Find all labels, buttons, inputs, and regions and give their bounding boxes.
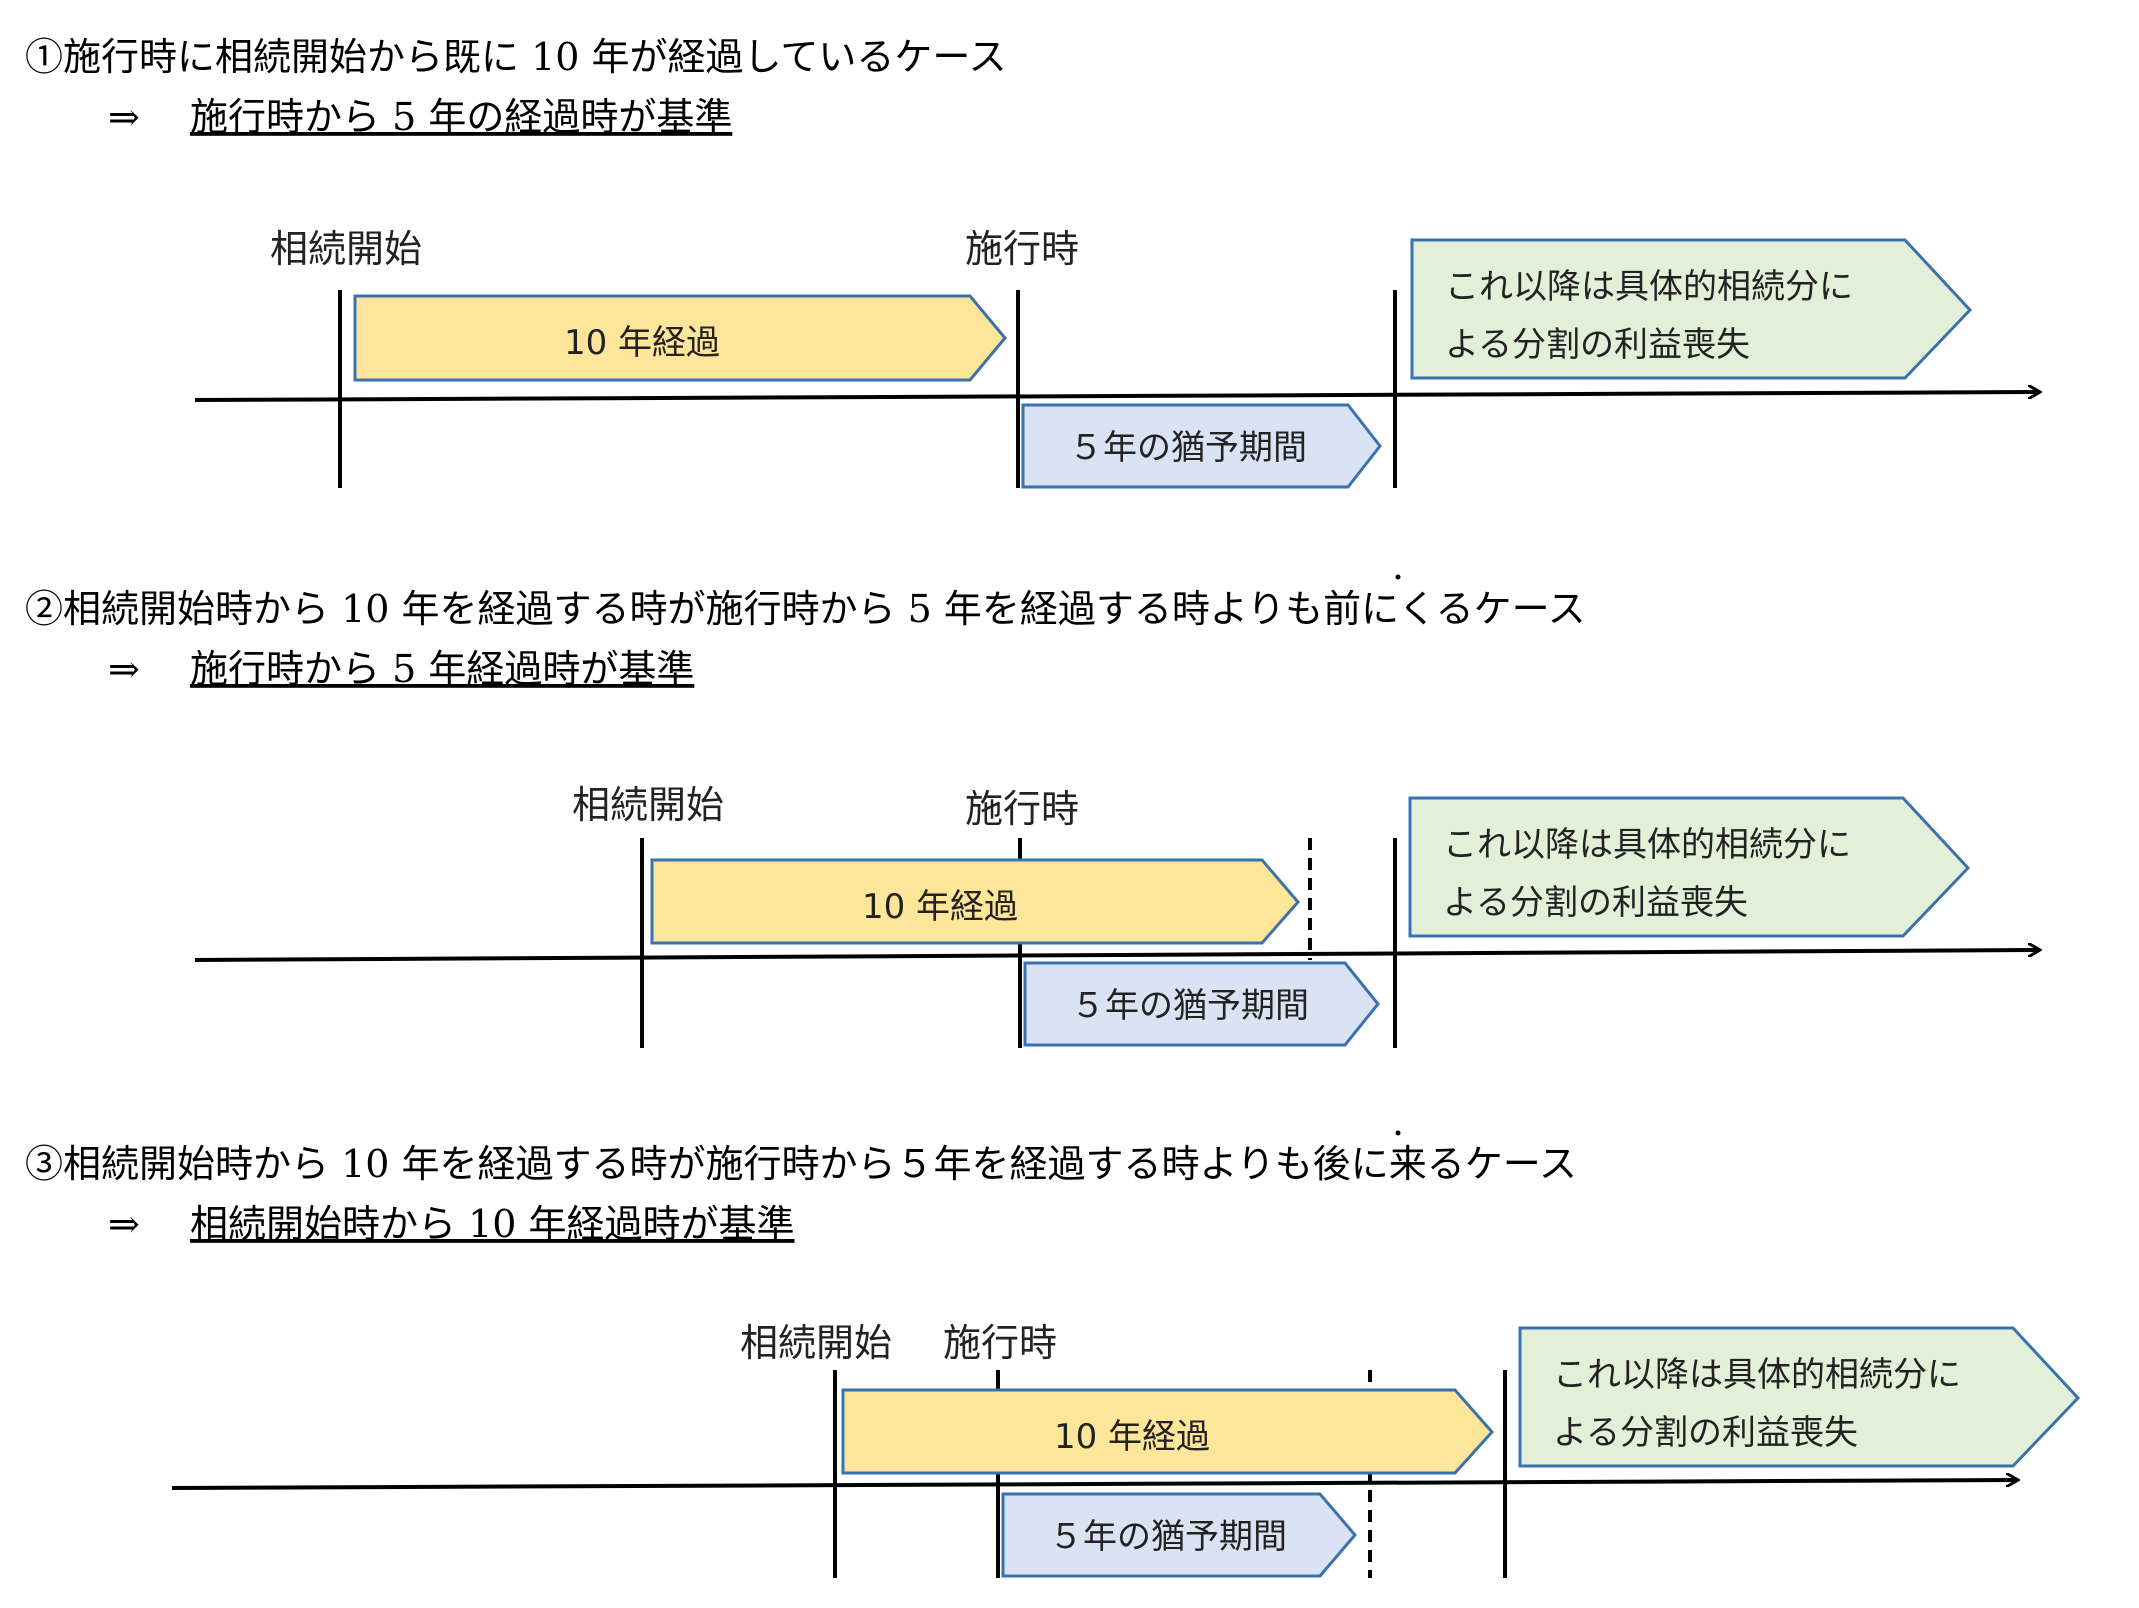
case-3: ③相続開始時から 10 年を経過する時が施行時から５年を経過する時よりも後に来る… xyxy=(25,1130,2081,1578)
case-2: ②相続開始時から 10 年を経過する時が施行時から 5 年を経過する時よりも前に… xyxy=(25,574,2040,1048)
case-2-grace-text: ５年の猶予期間 xyxy=(1071,986,1309,1026)
case-3-loss-text-1: これ以降は具体的相続分に xyxy=(1553,1355,1961,1395)
case-3-enact-label: 施行時 xyxy=(943,1321,1057,1365)
case-1-loss-box xyxy=(1410,238,1973,380)
case-3-emphasis-dot xyxy=(1395,1130,1401,1136)
case-1-timeline-axis xyxy=(194,392,2040,402)
case-3-loss-box xyxy=(1518,1326,2081,1468)
case-1-grace-box xyxy=(1021,403,1382,489)
case-1-conclusion: 施行時から 5 年の経過時が基準 xyxy=(190,95,732,139)
case-2-enact-label: 施行時 xyxy=(965,787,1079,831)
case-3-start-label: 相続開始 xyxy=(740,1321,892,1365)
case-1: ①施行時に相続開始から既に 10 年が経過しているケース ⇒ 施行時から 5 年… xyxy=(25,35,2040,489)
case-2-emphasis-dot xyxy=(1395,574,1401,580)
case-1-start-label: 相続開始 xyxy=(270,227,422,271)
case-2-heading: ②相続開始時から 10 年を経過する時が施行時から 5 年を経過する時よりも前に… xyxy=(25,587,1586,631)
case-3-loss-text-2: よる分割の利益喪失 xyxy=(1553,1413,1858,1453)
case-3-ten-year-box xyxy=(841,1388,1495,1475)
case-1-heading: ①施行時に相続開始から既に 10 年が経過しているケース xyxy=(25,35,1006,79)
case-1-arrow-symbol: ⇒ xyxy=(108,95,140,139)
case-2-arrow-symbol: ⇒ xyxy=(108,647,140,691)
case-3-timeline-axis xyxy=(171,1480,2018,1490)
case-2-timeline-axis xyxy=(194,950,2040,962)
case-3-grace-text: ５年の猶予期間 xyxy=(1049,1517,1287,1557)
case-1-ten-year-box xyxy=(353,294,1007,382)
case-2-conclusion: 施行時から 5 年経過時が基準 xyxy=(190,647,694,691)
case-2-ten-year-box xyxy=(650,858,1300,945)
case-1-enact-label: 施行時 xyxy=(965,227,1079,271)
case-2-loss-text-2: よる分割の利益喪失 xyxy=(1443,883,1748,923)
case-3-grace-box xyxy=(1001,1492,1357,1578)
case-3-conclusion: 相続開始時から 10 年経過時が基準 xyxy=(190,1202,795,1246)
case-2-start-label: 相続開始 xyxy=(572,783,724,827)
case-1-loss-text-2: よる分割の利益喪失 xyxy=(1445,325,1750,365)
case-1-grace-text: ５年の猶予期間 xyxy=(1069,428,1307,468)
case-3-ten-year-text: 10 年経過 xyxy=(1054,1417,1210,1457)
case-2-ten-year-text: 10 年経過 xyxy=(862,887,1018,927)
case-1-loss-text-1: これ以降は具体的相続分に xyxy=(1445,267,1853,307)
case-2-grace-box xyxy=(1023,961,1380,1047)
case-1-ten-year-text: 10 年経過 xyxy=(564,323,720,363)
case-3-heading: ③相続開始時から 10 年を経過する時が施行時から５年を経過する時よりも後に来る… xyxy=(25,1142,1577,1186)
case-2-loss-box xyxy=(1408,796,1971,938)
case-3-arrow-symbol: ⇒ xyxy=(108,1202,140,1246)
case-2-loss-text-1: これ以降は具体的相続分に xyxy=(1443,825,1851,865)
